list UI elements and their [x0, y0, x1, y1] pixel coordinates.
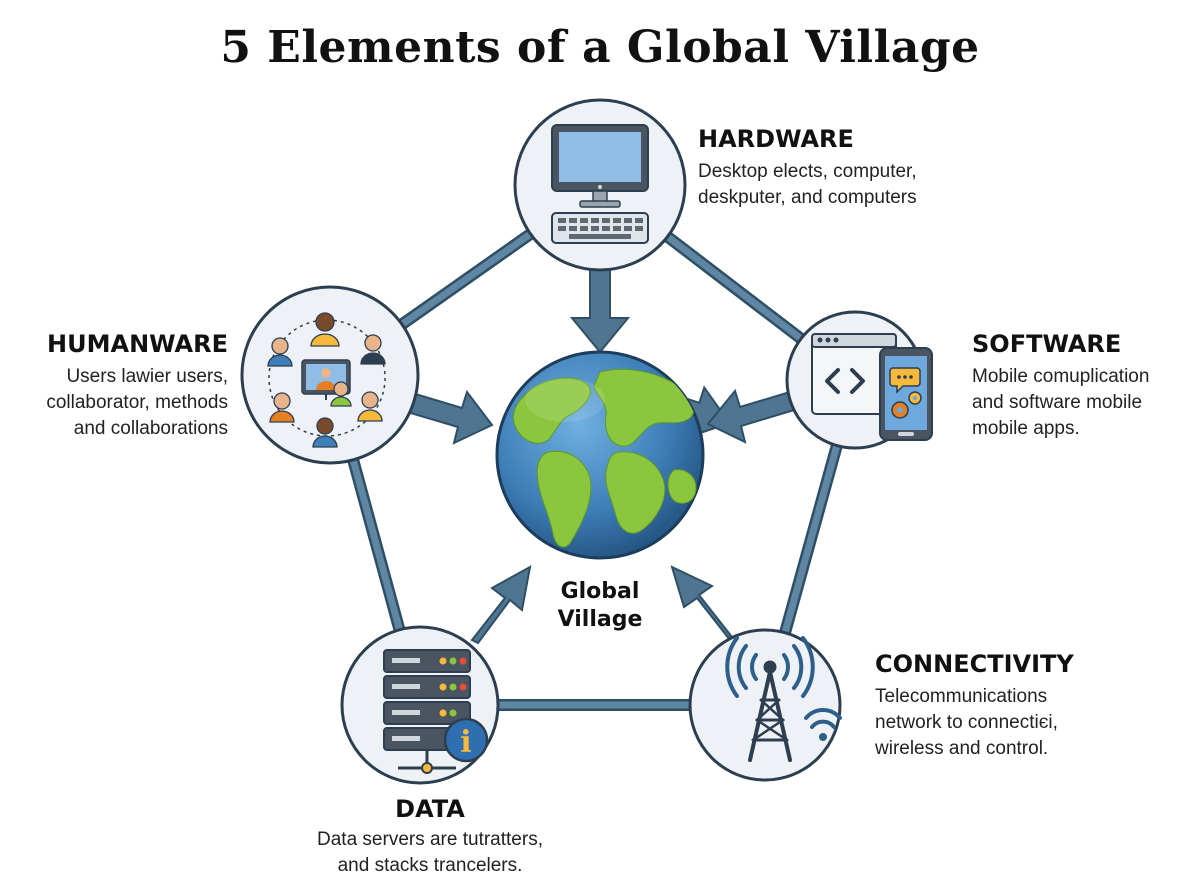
humanware-description: Users lawier users, collaborator, method… [46, 366, 228, 439]
hardware-description: Desktop elects, computer, deskputer, and… [698, 161, 917, 208]
data-heading: DATA [395, 795, 465, 823]
arrow-hardware [569, 264, 631, 354]
arrow-connectivity [670, 565, 734, 642]
connectivity-heading: CONNECTIVITY [875, 650, 1074, 678]
desktop-computer-icon [551, 124, 649, 244]
humanware-node[interactable] [240, 285, 420, 465]
server-stack-icon: i [383, 649, 489, 774]
arrow-humanware [405, 389, 494, 445]
data-label: DATA Data servers are tutratters, and st… [300, 795, 560, 879]
humanware-heading: HUMANWARE [47, 330, 228, 358]
software-label: SOFTWARE Mobile comuplication and softwa… [972, 330, 1149, 442]
software-node[interactable] [785, 310, 933, 450]
hardware-label: HARDWARE Desktop elects, computer, deskp… [698, 125, 917, 211]
software-heading: SOFTWARE [972, 330, 1122, 358]
hardware-heading: HARDWARE [698, 125, 854, 153]
code-window-and-phone-icon [811, 333, 933, 441]
connectivity-label: CONNECTIVITY Telecommunications network … [875, 650, 1074, 762]
page-title: 5 Elements of a Global Village [220, 22, 980, 73]
arrow-data [470, 565, 532, 645]
cell-tower-icon [725, 636, 842, 762]
hardware-node[interactable] [513, 98, 687, 272]
people-network-icon [267, 312, 386, 448]
center-label: Global Village [557, 579, 643, 632]
connectivity-node[interactable] [688, 628, 842, 782]
software-description: Mobile comuplication and software mobile… [972, 366, 1150, 439]
connectivity-description: Telecommunications network to connectiєi… [875, 686, 1058, 759]
svg-text:i: i [460, 725, 471, 760]
globe-icon [495, 350, 705, 560]
data-node[interactable]: i [340, 625, 500, 785]
arrow-software-2 [706, 388, 796, 444]
data-description: Data servers are tutratters, and stacks … [317, 829, 543, 876]
humanware-label: HUMANWARE Users lawier users, collaborat… [20, 330, 228, 442]
